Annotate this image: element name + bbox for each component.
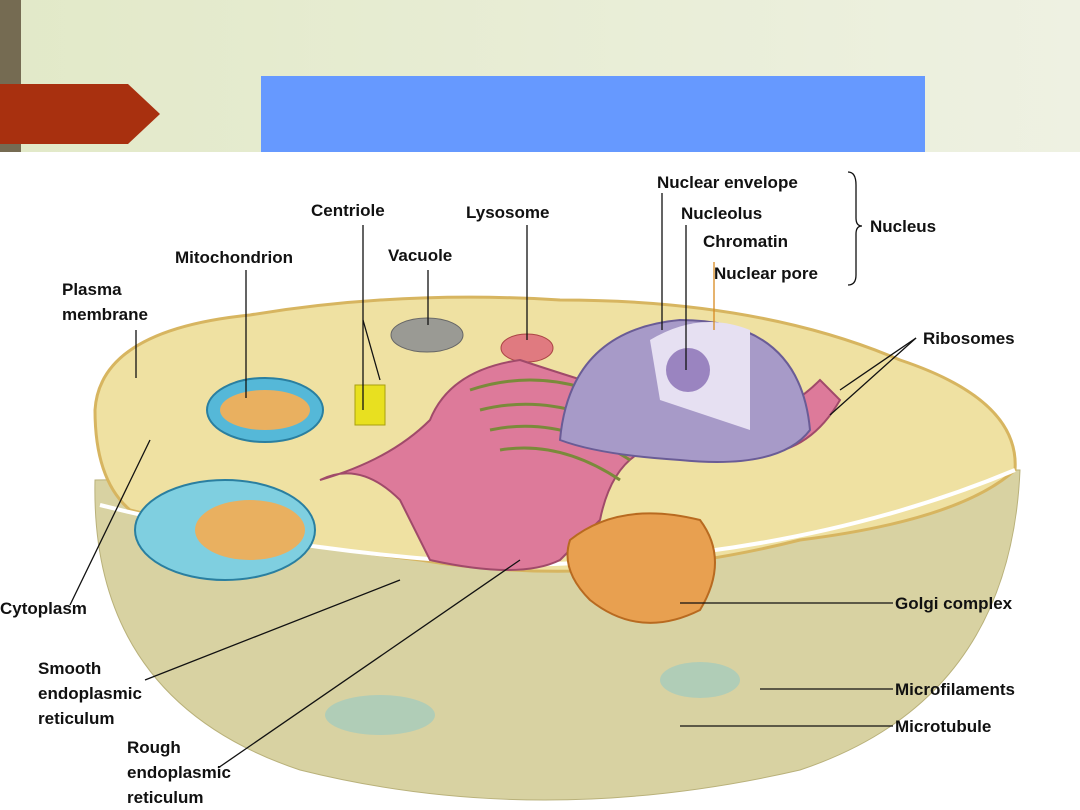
label-nucleus: Nucleus [870, 217, 937, 236]
label-lysosome: Lysosome [466, 203, 550, 222]
label-nuclear-envelope: Nuclear envelope [657, 173, 798, 192]
label-ser-line2: endoplasmic [38, 684, 142, 703]
arrow-shape [0, 84, 160, 144]
label-mitochondrion: Mitochondrion [175, 248, 294, 267]
leader-lines [69, 171, 917, 769]
label-plasma-line2: membrane [62, 305, 148, 324]
nucleus-brace [847, 171, 863, 286]
label-cytoplasm: Cytoplasm [0, 599, 87, 618]
label-ribosomes: Ribosomes [923, 329, 1015, 348]
centriole [354, 384, 386, 426]
faint-organelle [660, 662, 740, 698]
title-box [261, 76, 925, 152]
animal-cell-diagram [69, 171, 1021, 801]
label-rer-line3: reticulum [127, 788, 204, 807]
label-ser-line1: Smooth [38, 659, 102, 678]
label-smooth-er: Smooth endoplasmic reticulum [38, 656, 142, 731]
rough-er [319, 358, 842, 571]
label-golgi-complex: Golgi complex [895, 594, 1013, 613]
label-chromatin: Chromatin [703, 232, 788, 251]
label-vacuole: Vacuole [388, 246, 453, 265]
label-nucleolus: Nucleolus [681, 204, 763, 223]
label-rough-er: Rough endoplasmic reticulum [127, 735, 231, 810]
label-plasma-line1: Plasma [62, 280, 122, 299]
label-ser-line3: reticulum [38, 709, 115, 728]
label-rer-line2: endoplasmic [127, 763, 231, 782]
label-rer-line1: Rough [127, 738, 181, 757]
label-plasma-membrane: Plasma membrane [62, 277, 148, 327]
vacuole [390, 317, 464, 353]
label-microtubule: Microtubule [895, 717, 992, 736]
faint-organelle [325, 695, 435, 735]
nucleolus [666, 348, 710, 392]
golgi-complex [566, 512, 716, 624]
label-nuclear-pore: Nuclear pore [714, 264, 818, 283]
label-centriole: Centriole [311, 201, 385, 220]
label-microfilaments: Microfilaments [895, 680, 1015, 699]
